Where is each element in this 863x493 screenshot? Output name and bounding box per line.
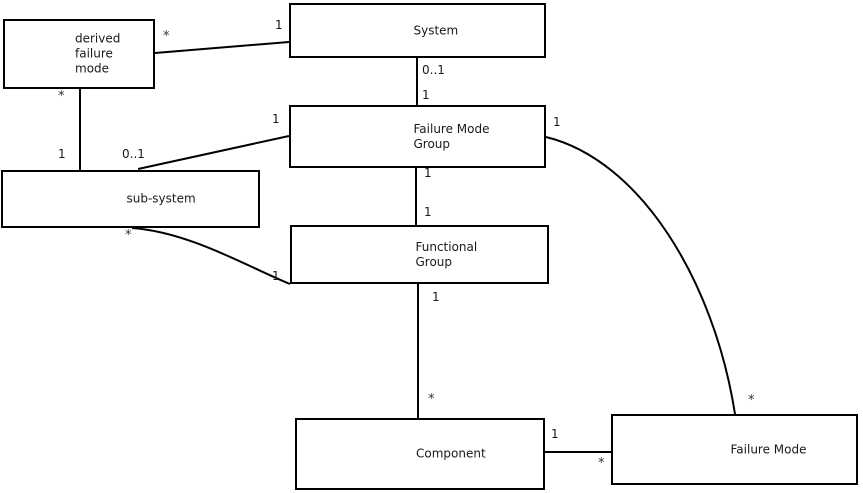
mult-subsystem-fmg-zeroone: 0..1	[122, 147, 145, 161]
class-name-component: Component	[416, 446, 486, 461]
association-sub-system--functional-group	[131, 227, 291, 285]
class-box-failure-mode[interactable]: Failure Mode	[611, 414, 858, 485]
class-name-failure-mode: Failure Mode	[730, 442, 807, 456]
class-box-sub-system[interactable]: sub-system	[1, 170, 260, 228]
class-name-functional-group: Functional Group	[415, 239, 478, 269]
class-box-functional-group[interactable]: Functional Group	[290, 225, 549, 284]
class-box-component[interactable]: Component	[295, 418, 545, 490]
mult-dfm-system-star: *	[163, 29, 170, 44]
mult-fm-fmg-star: *	[748, 393, 755, 408]
mult-fmg-fm-one: 1	[553, 115, 561, 129]
mult-component-fg-star: *	[428, 392, 435, 407]
mult-system-fmg-zeroone: 0..1	[422, 63, 445, 77]
association-failure-mode-group--failure-mode	[545, 136, 736, 415]
mult-fg-subsystem-one: 1	[272, 269, 280, 283]
class-box-system[interactable]: System	[289, 3, 546, 58]
association-derived-failure-mode--system	[154, 41, 290, 54]
mult-system-dfm-one: 1	[275, 18, 283, 32]
class-box-derived-failure-mode[interactable]: derived failure mode	[3, 19, 155, 89]
association-sub-system--failure-mode-group	[137, 135, 290, 170]
class-box-failure-mode-group[interactable]: Failure Mode Group	[289, 105, 546, 168]
class-name-failure-mode-group: Failure Mode Group	[413, 121, 490, 151]
mult-component-fm-one: 1	[551, 427, 559, 441]
mult-fmg-system-one: 1	[422, 88, 430, 102]
mult-fg-fmg-one: 1	[424, 205, 432, 219]
mult-subsystem-dfm-one: 1	[58, 147, 66, 161]
class-name-derived-failure-mode: derived failure mode	[75, 31, 121, 76]
class-name-system: System	[413, 23, 459, 37]
mult-subsystem-fg-star: *	[125, 228, 132, 243]
class-name-sub-system: sub-system	[126, 191, 196, 206]
mult-dfm-subsystem-star: *	[58, 89, 65, 104]
mult-fg-component-one: 1	[432, 290, 440, 304]
mult-fmg-fg-one: 1	[424, 166, 432, 180]
mult-fm-component-star: *	[598, 456, 605, 471]
mult-fmg-subsystem-one: 1	[272, 112, 280, 126]
